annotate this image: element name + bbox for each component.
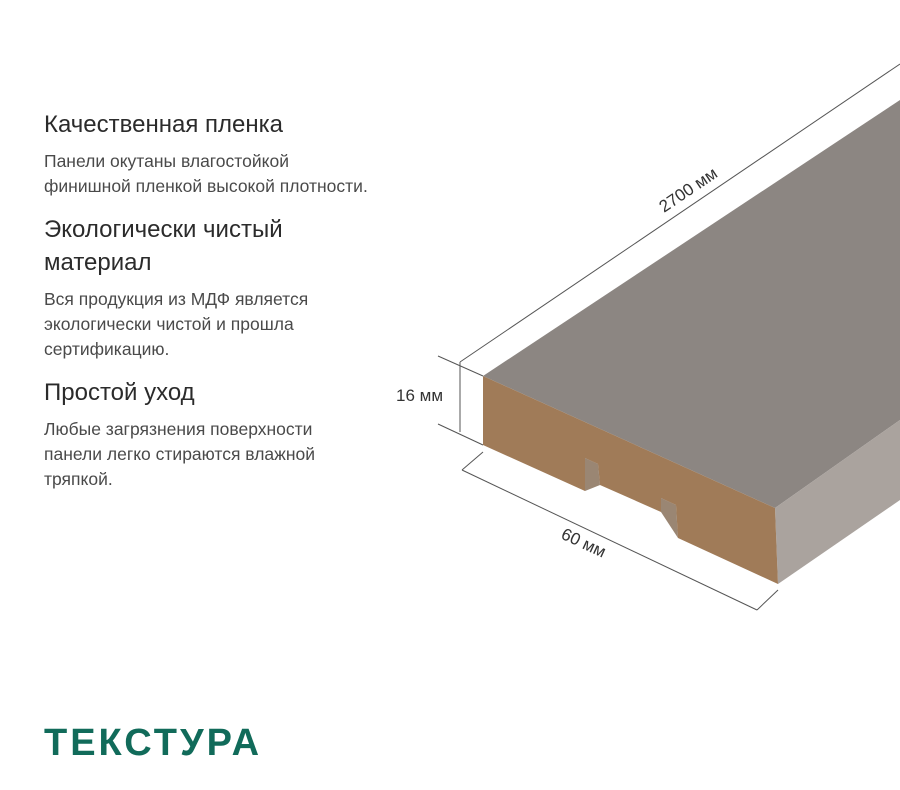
length-label: 2700 мм <box>656 164 721 217</box>
width-label: 60 мм <box>558 524 609 561</box>
panel-top-face <box>483 100 900 508</box>
extension-line <box>756 589 779 611</box>
extension-line <box>437 423 484 446</box>
thickness-label: 16 мм <box>396 386 443 405</box>
groove-shadow <box>585 458 600 491</box>
feature-title: Экологически чистый материал <box>44 216 283 276</box>
feature-text: Панели окутаны влагостойкой финишной пле… <box>44 151 368 196</box>
groove-shadow <box>661 498 678 538</box>
extension-line <box>461 451 484 471</box>
dimension-line-length <box>459 63 900 363</box>
feature-text: Вся продукция из МДФ является экологичес… <box>44 289 309 359</box>
brand-logo: ТЕКСТУРА <box>44 722 263 764</box>
feature-eco-material: Экологически чистый материал Вся продукц… <box>44 213 374 362</box>
feature-quality-film: Качественная пленка Панели окутаны влаго… <box>44 108 374 199</box>
feature-title: Простой уход <box>44 379 195 406</box>
feature-text: Любые загрязнения поверхности панели лег… <box>44 419 316 489</box>
feature-title: Качественная пленка <box>44 111 283 138</box>
feature-easy-care: Простой уход Любые загрязнения поверхнос… <box>44 376 374 492</box>
panel-side-face <box>775 420 900 584</box>
dimension-line-width <box>461 469 758 611</box>
feature-list: Качественная пленка Панели окутаны влаго… <box>44 108 374 506</box>
mdf-cross-section <box>483 376 778 584</box>
